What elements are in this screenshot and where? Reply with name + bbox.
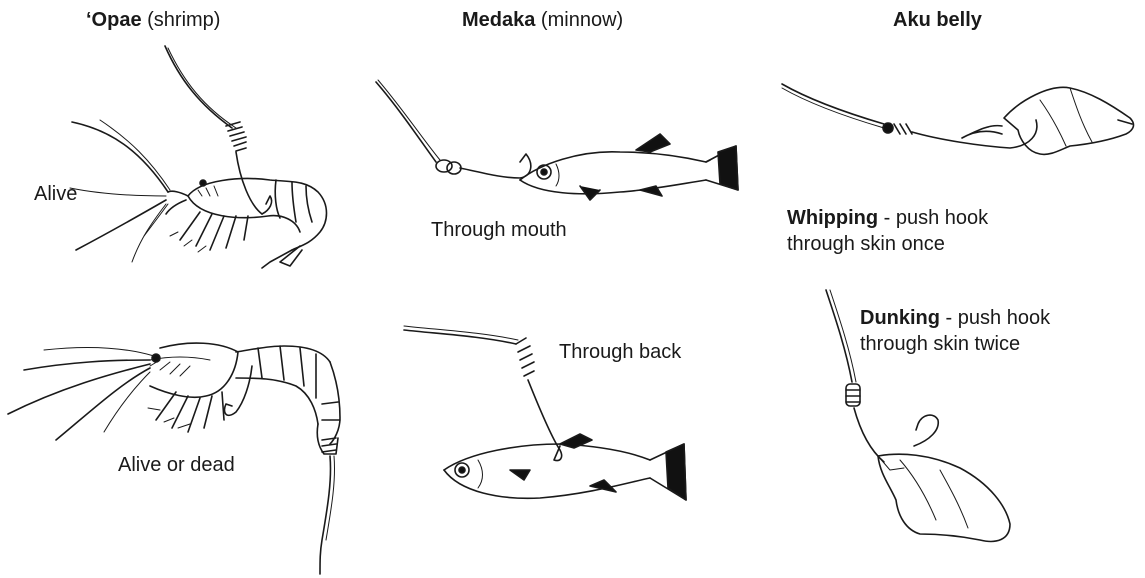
minnow-gill	[556, 164, 559, 186]
minnow-pupil	[541, 169, 547, 175]
shrimp-eye	[152, 354, 160, 362]
shrimp-dead-illustration	[8, 343, 340, 574]
aku-belly-skin-folds	[900, 460, 968, 528]
minnow-back-illustration	[404, 326, 686, 500]
aku-belly-whipping-illustration	[782, 84, 1133, 154]
fishing-line	[404, 326, 518, 340]
minnow-mouth-illustration	[376, 80, 738, 200]
knot	[447, 162, 461, 174]
shrimp-legs	[148, 408, 190, 428]
shrimp-antenna	[70, 188, 166, 196]
minnow-dorsal-fin	[636, 134, 670, 152]
knot-wraps	[894, 124, 912, 134]
fishing-line	[830, 290, 856, 382]
fishing-line	[378, 80, 440, 160]
shrimp-antenna	[132, 204, 166, 262]
hook	[460, 154, 531, 178]
minnow-fin-mark	[510, 470, 530, 480]
minnow-pupil	[459, 467, 465, 473]
fishing-line	[168, 48, 236, 128]
shrimp-eye	[200, 180, 206, 186]
shrimp-body	[150, 343, 238, 397]
minnow-body	[444, 470, 650, 498]
fishing-line	[165, 46, 232, 128]
shrimp-antenna	[72, 122, 168, 192]
hook-bend	[914, 415, 938, 446]
shrimp-antenna	[8, 364, 150, 414]
aku-belly-skin-edge	[1118, 120, 1132, 124]
aku-belly-skin	[878, 454, 1010, 541]
aku-belly-skin-edge	[878, 456, 904, 470]
knot-wraps	[516, 338, 534, 376]
minnow-pelvic-fin	[580, 186, 600, 200]
hook	[528, 380, 562, 461]
knot-wraps	[846, 390, 860, 402]
hook-point	[262, 196, 272, 214]
shrimp-head	[166, 191, 188, 214]
hook	[912, 120, 1037, 148]
hook	[236, 152, 262, 214]
hook	[224, 366, 252, 415]
minnow-body	[520, 180, 706, 194]
fishing-line	[320, 456, 331, 574]
minnow-tail-tip	[718, 146, 738, 190]
aku-belly-skin-folds	[1040, 88, 1092, 146]
fishing-line	[826, 290, 852, 382]
hook	[854, 408, 884, 462]
knot	[436, 160, 452, 172]
shrimp-antenna	[56, 368, 150, 440]
shrimp-tail	[262, 246, 302, 268]
shrimp-body	[188, 196, 300, 232]
shrimp-alive-illustration	[70, 46, 327, 268]
minnow-body	[444, 444, 650, 470]
minnow-gill	[478, 460, 483, 488]
minnow-tail-tip	[666, 444, 686, 500]
shrimp-segments	[258, 346, 340, 420]
fishing-line	[782, 84, 884, 124]
aku-belly-dunking-illustration	[826, 290, 1010, 541]
shrimp-antenna	[104, 372, 150, 432]
shrimp-antenna	[44, 348, 154, 356]
fishing-line	[376, 82, 436, 162]
hook-barb	[962, 126, 1002, 138]
shrimp-head-hatching	[198, 186, 218, 196]
knot	[883, 123, 893, 133]
shrimp-antenna	[144, 204, 168, 236]
shrimp-legs	[170, 232, 206, 252]
